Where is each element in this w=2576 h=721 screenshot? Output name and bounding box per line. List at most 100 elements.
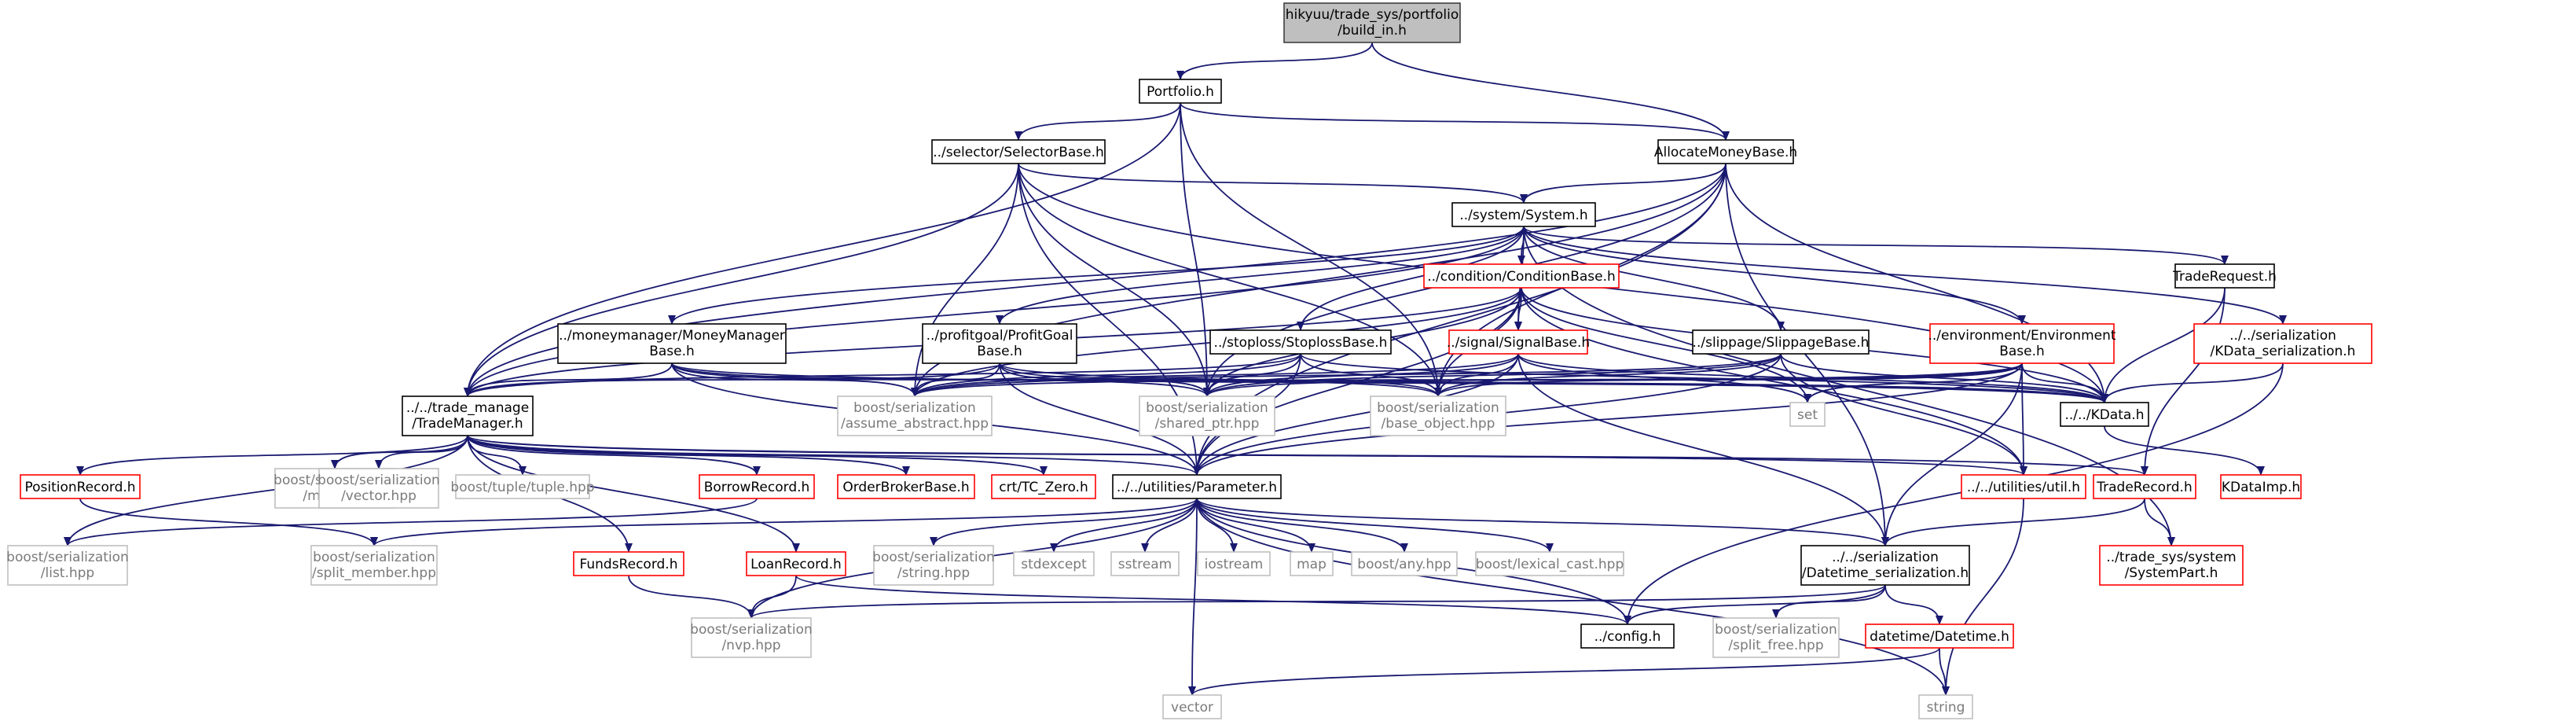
node-shared_ptr[interactable]: boost/serialization/shared_ptr.hpp <box>1139 395 1275 436</box>
node-signal[interactable]: ../signal/SignalBase.h <box>1447 329 1590 355</box>
edge-path-portfolio-to-selector <box>1015 102 1181 141</box>
edge-path-selector-to-base_object <box>1018 163 1442 397</box>
node-box-kdata_ser <box>2193 323 2372 364</box>
node-traderecord[interactable]: TradeRecord.h <box>2093 474 2196 499</box>
node-tc_zero[interactable]: crt/TC_Zero.h <box>991 474 1096 499</box>
node-box-loanrecord <box>746 551 846 576</box>
node-label-vector_hpp-line-0: boost/serialization <box>317 473 440 488</box>
node-tuple_hpp[interactable]: boost/tuple/tuple.hpp <box>450 474 595 499</box>
node-lexical_cast[interactable]: boost/lexical_cast.hpp <box>1475 551 1624 576</box>
node-allocate[interactable]: AllocateMoneyBase.h <box>1654 139 1797 164</box>
node-datetime[interactable]: datetime/Datetime.h <box>1865 624 2014 649</box>
edge-path-system-to-stoploss <box>1297 226 1525 331</box>
node-any_hpp[interactable]: boost/any.hpp <box>1351 551 1458 576</box>
edge-slippage-to-util_h <box>1780 353 2027 476</box>
edge-path-environment-to-shared_ptr <box>1203 362 2023 397</box>
node-set[interactable]: set <box>1789 402 1826 427</box>
node-list_hpp[interactable]: boost/serialization/list.hpp <box>6 545 129 586</box>
node-stdexcept[interactable]: stdexcept <box>1013 551 1095 576</box>
node-positionrecord[interactable]: PositionRecord.h <box>20 474 141 499</box>
edge-path-parameter-to-string <box>1196 498 1950 696</box>
node-util_h[interactable]: ../../utilities/util.h <box>1961 474 2086 499</box>
node-config[interactable]: ../config.h <box>1580 624 1675 649</box>
node-label-selector-line-0: ../selector/SelectorBase.h <box>933 145 1104 160</box>
edge-stoploss-to-assume_abstract <box>911 353 1301 397</box>
node-nvp_hpp[interactable]: boost/serialization/nvp.hpp <box>690 617 813 658</box>
node-condition[interactable]: ../condition/ConditionBase.h <box>1423 263 1620 289</box>
edge-slippage-to-base_object <box>1434 353 1782 397</box>
node-label-traderequest-line-0: TradeRequest.h <box>2172 269 2277 285</box>
node-kdataimp[interactable]: KDataImp.h <box>2220 474 2302 499</box>
edge-path-system-to-traderequest <box>1523 226 2229 265</box>
edge-path-environment-to-parameter <box>1193 362 2023 476</box>
node-split_member[interactable]: boost/serialization/split_member.hpp <box>310 545 438 586</box>
node-sstream[interactable]: sstream <box>1110 551 1180 576</box>
node-datetime_ser[interactable]: ../../serialization/Datetime_serializati… <box>1800 545 1970 586</box>
edge-parameter-to-sstream <box>1141 498 1198 553</box>
edge-path-selector-to-shared_ptr <box>1018 163 1211 397</box>
node-fundsrecord[interactable]: FundsRecord.h <box>573 551 684 576</box>
node-map[interactable]: map <box>1290 551 1334 576</box>
edge-trademanager-to-borrowrecord <box>467 435 761 476</box>
edge-trademanager-to-positionrecord <box>76 435 468 476</box>
node-portfolio[interactable]: Portfolio.h <box>1139 79 1222 104</box>
node-label-traderecord-line-0: TradeRecord.h <box>2096 480 2192 495</box>
node-base_object[interactable]: boost/serialization/base_object.hpp <box>1370 395 1506 436</box>
node-vector_hpp[interactable]: boost/serialization/vector.hpp <box>317 468 440 509</box>
node-traderequest[interactable]: TradeRequest.h <box>2172 263 2277 289</box>
node-label-split_free-line-1: /split_free.hpp <box>1728 638 1823 653</box>
node-label-split_member-line-1: /split_member.hpp <box>312 565 436 581</box>
edge-path-datetime_ser-to-nvp_hpp <box>747 584 1886 619</box>
node-box-iostream <box>1197 551 1271 576</box>
edge-moneymgr-to-trademanager <box>464 362 673 397</box>
edge-system-to-moneymgr <box>668 226 1525 325</box>
node-iostream[interactable]: iostream <box>1197 551 1271 576</box>
node-label-split_member-line-0: boost/serialization <box>313 550 435 565</box>
edge-system-to-slippage <box>1523 226 1785 331</box>
node-label-string-line-0: string <box>1927 700 1965 715</box>
edge-path-kdata_ser-to-config <box>1624 362 2284 625</box>
edge-path-profitgoal-to-kdata <box>999 362 2108 403</box>
node-box-datetime_ser <box>1800 545 1970 586</box>
node-systempart[interactable]: ../trade_sys/system/SystemPart.h <box>2099 545 2244 586</box>
node-label-set-line-0: set <box>1797 407 1818 423</box>
node-label-sstream-line-0: sstream <box>1118 557 1172 572</box>
node-label-vector-line-0: vector <box>1171 700 1213 715</box>
edge-stoploss-to-trademanager <box>464 353 1301 397</box>
node-selector[interactable]: ../selector/SelectorBase.h <box>931 139 1106 164</box>
edge-environment-to-kdata <box>2021 362 2108 403</box>
edge-path-trademanager-to-orderbroker <box>467 435 910 476</box>
edge-path-positionrecord-to-split_member <box>79 498 378 546</box>
node-parameter[interactable]: ../../utilities/Parameter.h <box>1112 474 1282 499</box>
node-system[interactable]: ../system/System.h <box>1451 202 1596 227</box>
edge-environment-to-util_h <box>2019 362 2027 476</box>
node-orderbroker[interactable]: OrderBrokerBase.h <box>837 474 975 499</box>
node-split_free[interactable]: boost/serialization/split_free.hpp <box>1712 617 1840 658</box>
node-string_hpp[interactable]: boost/serialization/string.hpp <box>872 545 995 586</box>
node-assume_abstract[interactable]: boost/serialization/assume_abstract.hpp <box>837 395 993 436</box>
node-slippage[interactable]: ../slippage/SlippageBase.h <box>1692 329 1870 355</box>
node-label-kdataimp-line-0: KDataImp.h <box>2222 480 2300 495</box>
edge-condition-to-set <box>1521 287 1811 403</box>
edge-path-portfolio-to-base_object <box>1180 102 1442 397</box>
node-label-allocate-line-0: AllocateMoneyBase.h <box>1654 145 1797 160</box>
node-label-any_hpp-line-0: boost/any.hpp <box>1357 557 1451 572</box>
edge-path-fundsrecord-to-nvp_hpp <box>628 575 755 619</box>
node-trademanager[interactable]: ../../trade_manage/TradeManager.h <box>402 395 534 436</box>
node-borrowrecord[interactable]: BorrowRecord.h <box>699 474 815 499</box>
node-stoploss[interactable]: ../stoploss/StoplossBase.h <box>1209 329 1392 355</box>
edge-path-trademanager-to-map_hpp <box>331 435 468 469</box>
edge-path-portfolio-to-allocate <box>1180 102 1730 141</box>
node-kdata[interactable]: ../../KData.h <box>2060 402 2149 427</box>
node-build_in[interactable]: hikyuu/trade_sys/portfolio/build_in.h <box>1283 2 1461 43</box>
node-vector[interactable]: vector <box>1162 694 1222 719</box>
node-string[interactable]: string <box>1918 694 1973 719</box>
node-loanrecord[interactable]: LoanRecord.h <box>746 551 846 576</box>
node-kdata_ser[interactable]: ../../serialization/KData_serialization.… <box>2193 323 2372 364</box>
edge-signal-to-parameter <box>1193 353 1519 476</box>
node-box-tuple_hpp <box>455 474 590 499</box>
edge-trademanager-to-parameter <box>467 435 1201 476</box>
